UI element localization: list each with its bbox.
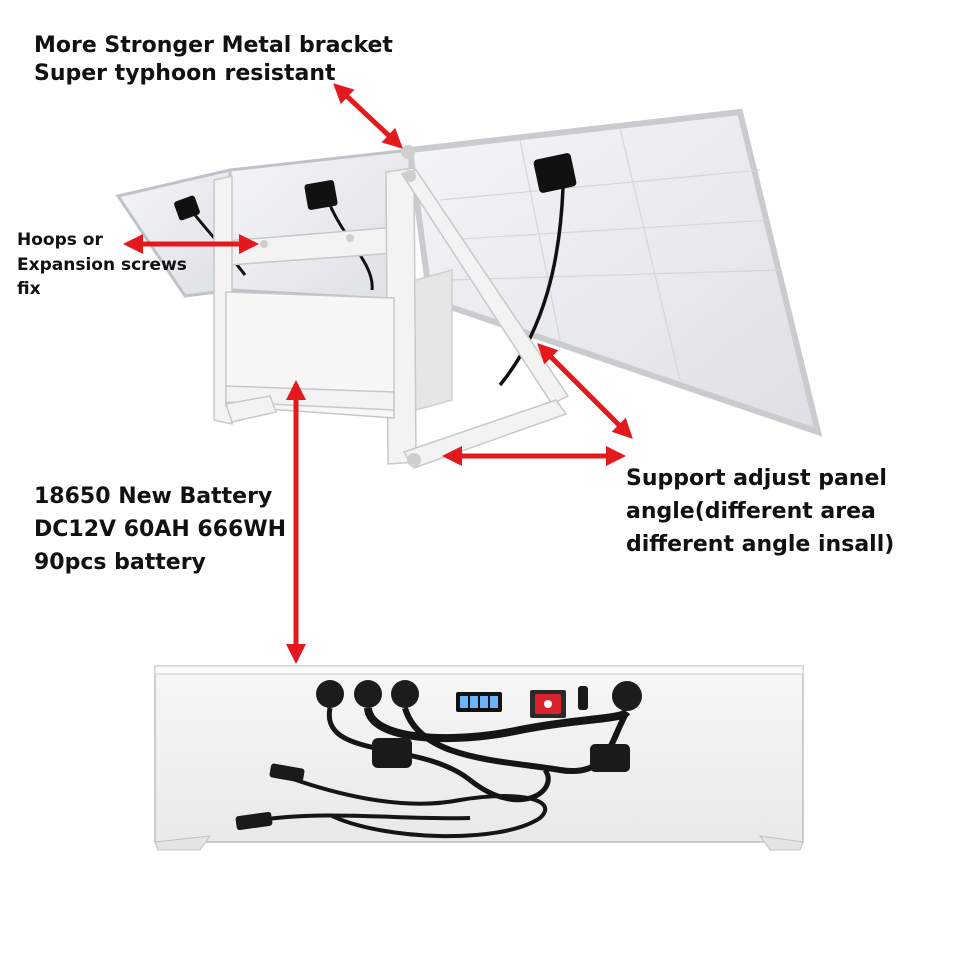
junction-box-middle — [304, 180, 338, 210]
metal-bracket — [213, 167, 570, 469]
hoops-annotation: Hoops or Expansion screws fix — [17, 228, 187, 302]
bracket-bolts — [260, 145, 421, 467]
cable-glands — [316, 680, 642, 711]
support-annotation-line-3: different angle insall) — [626, 532, 895, 557]
battery-level-indicator-icon — [456, 692, 502, 712]
solar-panel-assembly — [115, 108, 823, 469]
bracket-annotation-line-2: Super typhoon resistant — [34, 61, 336, 87]
power-switch — [530, 690, 566, 718]
panel-cell-lines — [439, 127, 781, 381]
right-solar-panel — [406, 108, 823, 437]
dc-plug-bottom — [235, 811, 273, 831]
battery-annotation-line-1: 18650 New Battery — [34, 484, 273, 509]
battery-box-left-foot — [154, 835, 212, 851]
dc-plug-top — [269, 763, 305, 783]
arrow-angle-diagonal — [537, 343, 633, 439]
battery-annotation-line-2: DC12V 60AH 666WH — [34, 517, 287, 542]
battery-annotation: 18650 New Battery DC12V 60AH 666WH 90pcs… — [34, 480, 286, 579]
bracket-annotation-line-1: More Stronger Metal bracket — [34, 33, 393, 58]
hoops-annotation-line-1: Hoops or — [17, 230, 103, 250]
junction-box-right — [533, 153, 577, 193]
battery-cables — [259, 707, 631, 839]
dc-socket — [578, 686, 588, 710]
panel-cable-right — [498, 187, 565, 387]
battery-box — [154, 665, 804, 851]
mc4-connector — [372, 738, 412, 768]
battery-box-right-foot — [758, 835, 804, 851]
support-annotation: Support adjust panel angle(different are… — [626, 462, 894, 561]
support-annotation-line-2: angle(different area — [626, 499, 876, 524]
battery-annotation-line-3: 90pcs battery — [34, 550, 206, 575]
hoops-annotation-line-2: Expansion screws — [17, 254, 187, 275]
hoops-annotation-line-3: fix — [17, 279, 41, 300]
junction-box-left — [174, 195, 200, 221]
bracket-annotation: More Stronger Metal bracket Super typhoo… — [34, 32, 393, 88]
annotation-arrows — [123, 83, 633, 664]
aviation-connector — [590, 744, 630, 772]
support-annotation-line-1: Support adjust panel — [626, 466, 887, 491]
middle-solar-panel — [228, 148, 412, 302]
arrow-bracket — [333, 83, 403, 149]
